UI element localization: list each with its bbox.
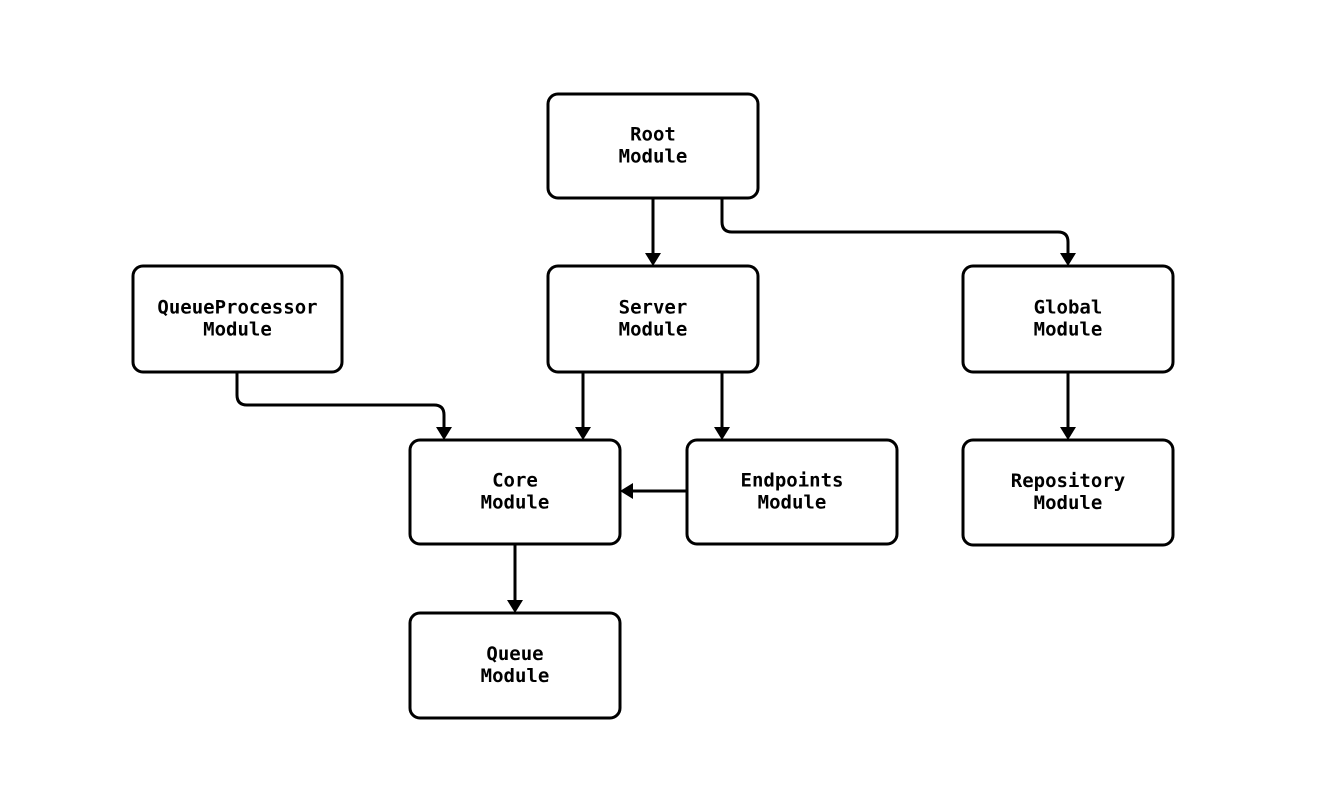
node-label-line2: Module (1034, 319, 1103, 341)
node-label-line1: Endpoints (741, 470, 844, 492)
node-label-line2: Module (481, 492, 550, 514)
node-label-line2: Module (758, 492, 827, 514)
edge-core-to-queue (507, 544, 523, 613)
node-box[interactable] (546, 264, 760, 374)
edge-line (235, 372, 446, 430)
node-label-line1: Root (630, 124, 676, 146)
node-label-line1: Server (619, 297, 688, 319)
node-box[interactable] (685, 438, 899, 546)
edge-arrowhead (714, 427, 730, 440)
edge-server-to-core (575, 372, 591, 440)
node-label-line2: Module (619, 146, 688, 168)
edge-endpoints-to-core (620, 483, 687, 499)
edges-layer (235, 198, 1076, 613)
edge-root-to-server (645, 198, 661, 266)
edge-queueprocessor-to-core (235, 372, 452, 440)
node-label-line1: QueueProcessor (157, 297, 317, 319)
node-box[interactable] (408, 611, 622, 720)
edge-arrowhead (620, 483, 633, 499)
node-label-line2: Module (481, 665, 550, 687)
node-label-line2: Module (1034, 492, 1103, 514)
node-label-line2: Module (619, 319, 688, 341)
node-box[interactable] (546, 92, 760, 200)
node-box[interactable] (408, 438, 622, 546)
node-label-line1: Queue (486, 643, 543, 665)
edge-root-to-global (720, 198, 1076, 266)
node-box[interactable] (961, 438, 1175, 547)
edge-arrowhead (575, 427, 591, 440)
node-label-line1: Core (492, 470, 538, 492)
edge-global-to-repository (1060, 372, 1076, 440)
node-box[interactable] (131, 264, 344, 374)
edge-server-to-endpoints (714, 372, 730, 440)
edge-arrowhead (645, 253, 661, 266)
edge-arrowhead (1060, 427, 1076, 440)
node-label-line2: Module (203, 319, 272, 341)
edge-arrowhead (436, 427, 452, 440)
node-label-line1: Global (1034, 297, 1103, 319)
edge-line (720, 198, 1070, 256)
edge-arrowhead (1060, 253, 1076, 266)
node-box[interactable] (961, 264, 1175, 374)
node-label-line1: Repository (1011, 470, 1125, 492)
edge-arrowhead (507, 600, 523, 613)
nodes-layer: RootModuleQueueProcessorModuleServerModu… (131, 92, 1175, 720)
